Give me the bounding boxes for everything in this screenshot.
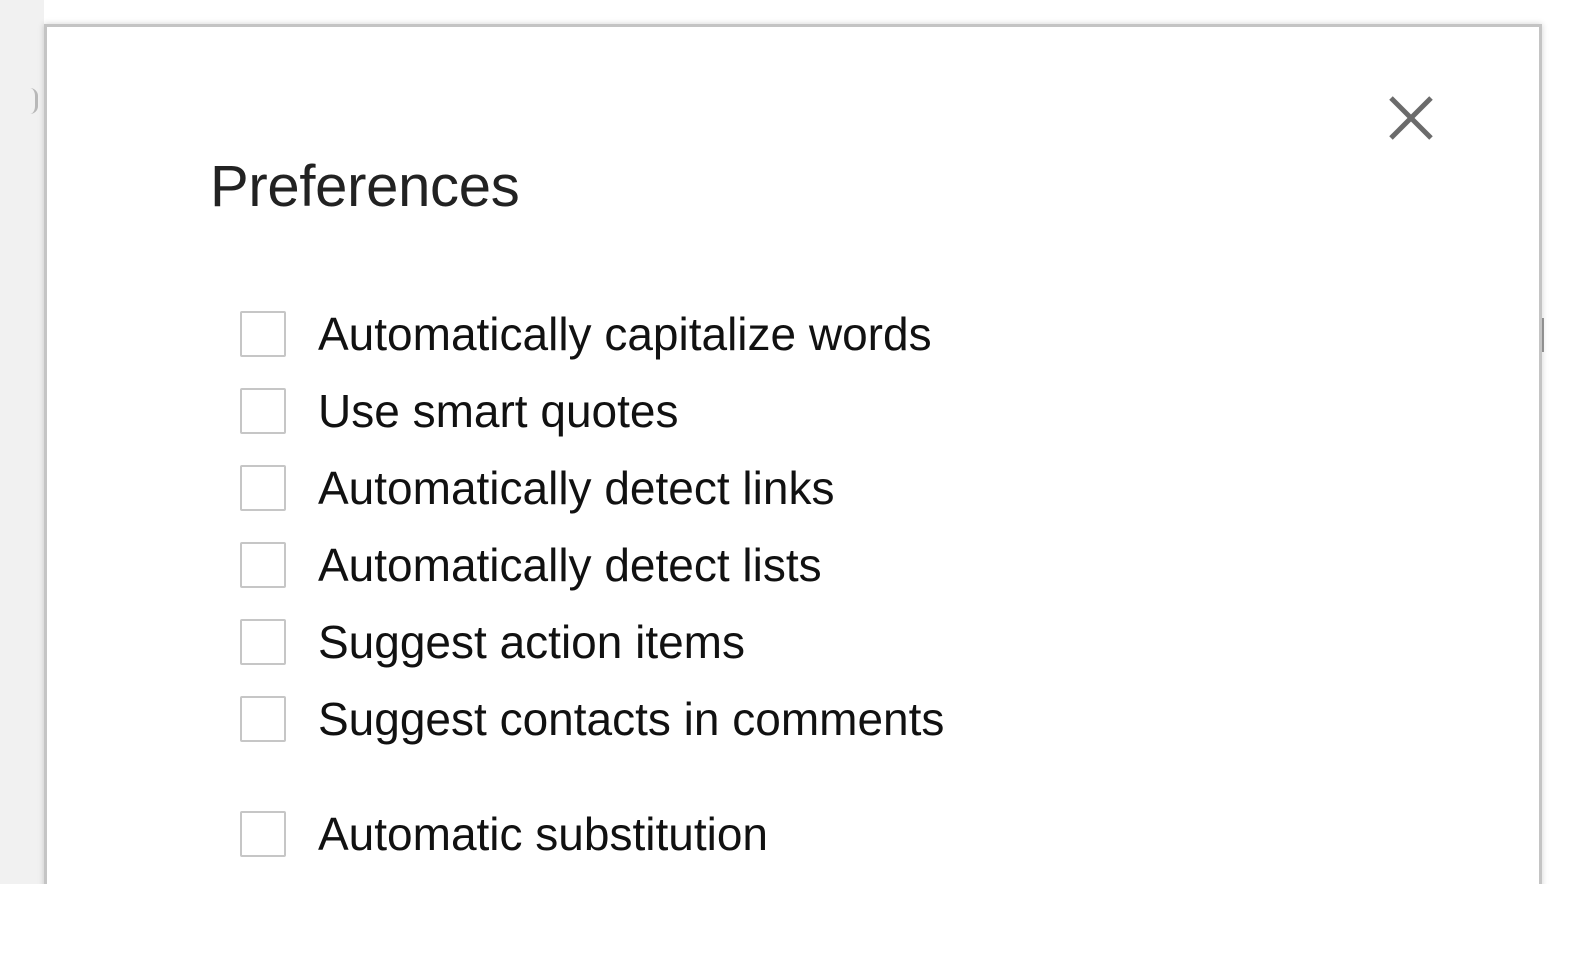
- option-label: Suggest action items: [318, 616, 746, 668]
- backdrop-top: [0, 0, 1596, 26]
- checkbox[interactable]: [240, 465, 286, 511]
- option-label: Automatic substitution: [318, 808, 769, 860]
- checkbox[interactable]: [240, 696, 286, 742]
- option-capitalize-words[interactable]: Automatically capitalize words: [240, 308, 932, 360]
- option-smart-quotes[interactable]: Use smart quotes: [240, 385, 678, 437]
- option-suggest-action-items[interactable]: Suggest action items: [240, 616, 745, 668]
- preferences-dialog: [44, 24, 1542, 962]
- option-detect-lists[interactable]: Automatically detect lists: [240, 539, 822, 591]
- checkbox[interactable]: [240, 811, 286, 857]
- option-detect-links[interactable]: Automatically detect links: [240, 462, 834, 514]
- checkbox[interactable]: [240, 388, 286, 434]
- option-automatic-substitution[interactable]: Automatic substitution: [240, 808, 768, 860]
- checkbox[interactable]: [240, 311, 286, 357]
- dialog-title: Preferences: [210, 154, 520, 219]
- backdrop-right-edge: [1542, 26, 1596, 906]
- option-label: Automatically detect links: [318, 462, 835, 514]
- close-icon: [1389, 96, 1433, 140]
- option-label: Automatically capitalize words: [318, 308, 932, 360]
- backdrop-left-edge: [0, 0, 44, 905]
- bottom-crop-area: [0, 884, 1596, 962]
- close-button[interactable]: [1383, 90, 1439, 146]
- option-label: Use smart quotes: [318, 385, 679, 437]
- backdrop-left-mark: [30, 88, 38, 114]
- option-suggest-contacts[interactable]: Suggest contacts in comments: [240, 693, 944, 745]
- backdrop-scroll-mark: [1540, 318, 1544, 352]
- checkbox[interactable]: [240, 619, 286, 665]
- checkbox[interactable]: [240, 542, 286, 588]
- option-label: Automatically detect lists: [318, 539, 822, 591]
- option-label: Suggest contacts in comments: [318, 693, 945, 745]
